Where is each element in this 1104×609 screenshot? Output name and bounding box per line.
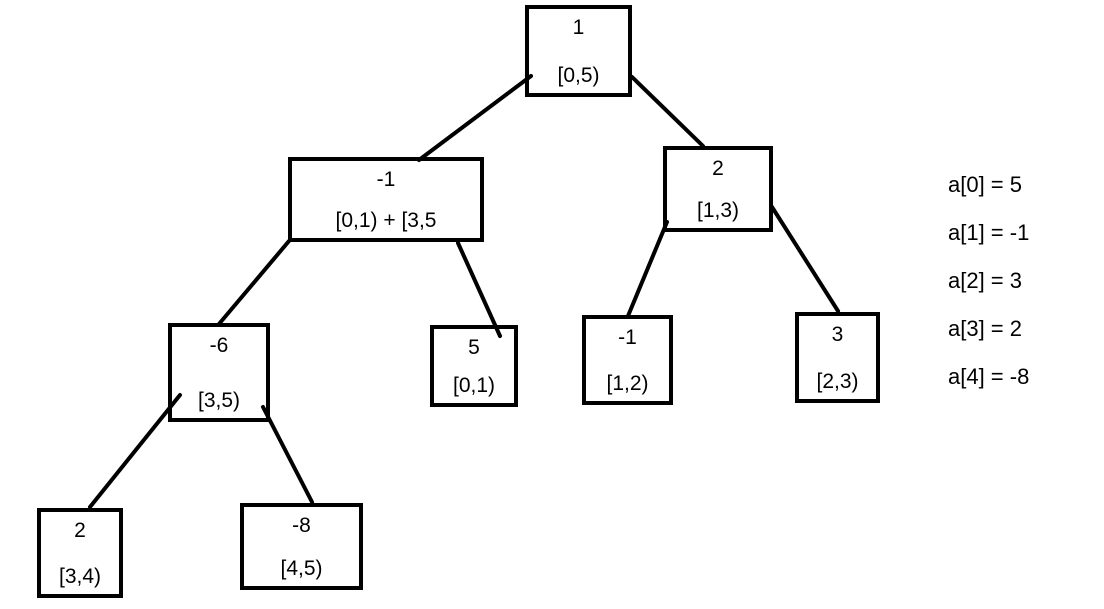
node-value: -6 — [209, 334, 229, 357]
node-range: [0,1) + [3,5 — [335, 209, 437, 232]
node-range: [0,5) — [557, 64, 600, 87]
array-assignment-3: a[3] = 2 — [948, 316, 1023, 341]
node-1-2: -1 [1,2) — [582, 315, 673, 405]
edge-root-to-left-child — [417, 74, 533, 162]
node-range: [2,3) — [816, 370, 859, 393]
node-2-3: 3 [2,3) — [795, 312, 880, 403]
node-0-1-plus-3-5: -1 [0,1) + [3,5 — [288, 157, 484, 242]
node-range: [1,3) — [696, 199, 740, 222]
node-value: -1 — [618, 326, 637, 349]
node-value: 5 — [468, 336, 480, 359]
node-value: 2 — [74, 519, 86, 542]
edge-left-to-node-0-1 — [456, 241, 502, 338]
node-3-5: -6 [3,5) — [168, 323, 270, 422]
array-assignments: a[0] = 5 a[1] = -1 a[2] = 3 a[3] = 2 a[4… — [948, 172, 1029, 412]
node-range: [4,5) — [280, 557, 323, 580]
edge-node-3-5-to-node-3-4 — [88, 393, 182, 509]
node-0-5: 1 [0,5) — [525, 5, 632, 97]
node-value: -8 — [292, 514, 311, 537]
edge-right-to-node-1-2 — [626, 220, 669, 318]
node-value: 1 — [572, 16, 585, 39]
edge-root-to-right-child — [630, 75, 705, 148]
node-range: [0,1) — [452, 374, 496, 397]
edge-left-to-node-3-5 — [217, 239, 291, 326]
node-3-4: 2 [3,4) — [37, 508, 123, 598]
edge-right-to-node-2-3 — [770, 205, 840, 313]
node-0-1: 5 [0,1) — [430, 325, 518, 407]
array-assignment-2: a[2] = 3 — [948, 268, 1023, 293]
node-4-5: -8 [4,5) — [240, 503, 363, 590]
array-assignment-4: a[4] = -8 — [948, 364, 1030, 389]
node-value: 2 — [712, 157, 724, 180]
node-1-3: 2 [1,3) — [663, 146, 773, 232]
node-range: [1,2) — [606, 372, 649, 395]
node-value: 3 — [831, 323, 844, 346]
array-assignment-0: a[0] = 5 — [948, 172, 1023, 197]
node-range: [3,5) — [197, 389, 241, 412]
edge-node-3-5-to-node-4-5 — [261, 405, 314, 504]
node-value: -1 — [376, 168, 396, 191]
node-range: [3,4) — [58, 565, 102, 588]
array-assignment-1: a[1] = -1 — [948, 220, 1030, 245]
